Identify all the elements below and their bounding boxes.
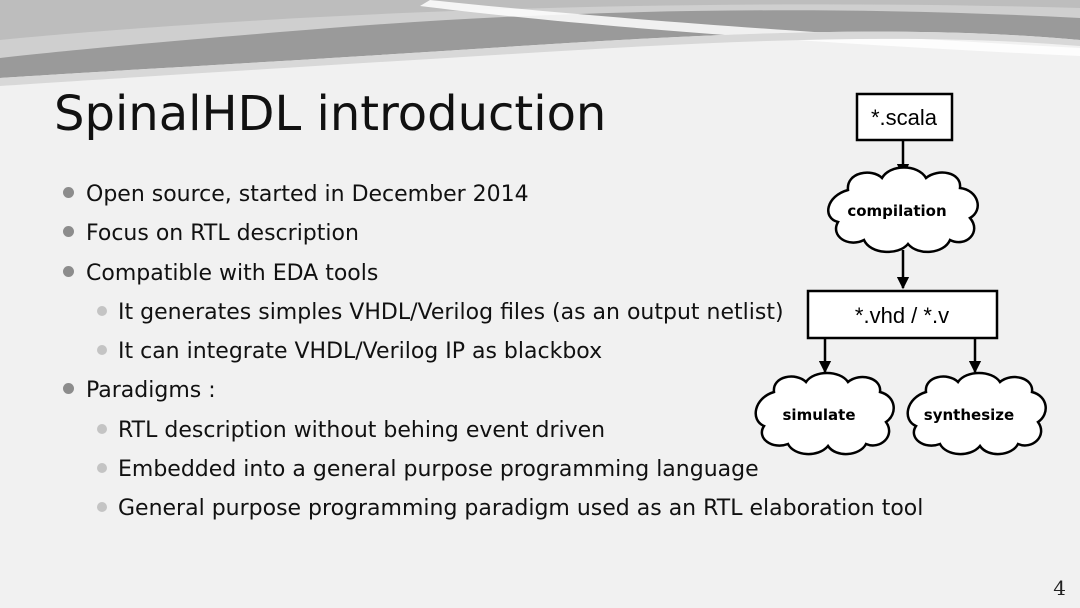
- sub-bullet-dot-icon: [97, 423, 107, 434]
- bullet-dot-icon: [63, 383, 74, 395]
- sub-bullet-dot-icon: [97, 463, 107, 474]
- sub-bullet-text: General purpose programming paradigm use…: [118, 496, 924, 522]
- bullet-text: Focus on RTL description: [86, 221, 359, 247]
- slide-title: SpinalHDL introduction: [54, 86, 607, 142]
- bullet-text: Open source, started in December 2014: [86, 182, 529, 207]
- bullet-dot-icon: [63, 265, 74, 277]
- simulate-node: simulate: [754, 371, 895, 456]
- page-number: 4: [1053, 576, 1066, 600]
- synthesize-node: synthesize: [906, 371, 1047, 456]
- simulate-label: simulate: [783, 406, 856, 424]
- bullet-text: Compatible with EDA tools: [86, 260, 379, 286]
- sub-bullet-dot-icon: [97, 345, 107, 356]
- bullet-dot-icon: [63, 226, 74, 238]
- sub-bullet-dot-icon: [97, 305, 107, 316]
- sub-bullet-text: RTL description without behing event dri…: [118, 417, 606, 443]
- scala-source-label: *.scala: [871, 105, 938, 130]
- hdl-output-node: *.vhd / *.v: [806, 289, 999, 340]
- sub-bullet-text: It can integrate VHDL/Verilog IP as blac…: [118, 339, 603, 365]
- scala-source-node: *.scala: [855, 92, 954, 142]
- sub-bullet-text: Embedded into a general purpose programm…: [118, 457, 759, 483]
- header-swoosh-decoration: [0, 0, 1080, 86]
- bullet-dot-icon: [63, 187, 74, 198]
- compilation-label: compilation: [847, 202, 946, 220]
- compilation-node: compilation: [827, 166, 979, 253]
- synthesize-label: synthesize: [924, 406, 1014, 424]
- hdl-output-label: *.vhd / *.v: [855, 303, 949, 328]
- sub-bullet-text: It generates simples VHDL/Verilog files …: [118, 299, 784, 325]
- sub-bullet-dot-icon: [97, 502, 107, 513]
- bullet-text: Paradigms :: [86, 378, 216, 404]
